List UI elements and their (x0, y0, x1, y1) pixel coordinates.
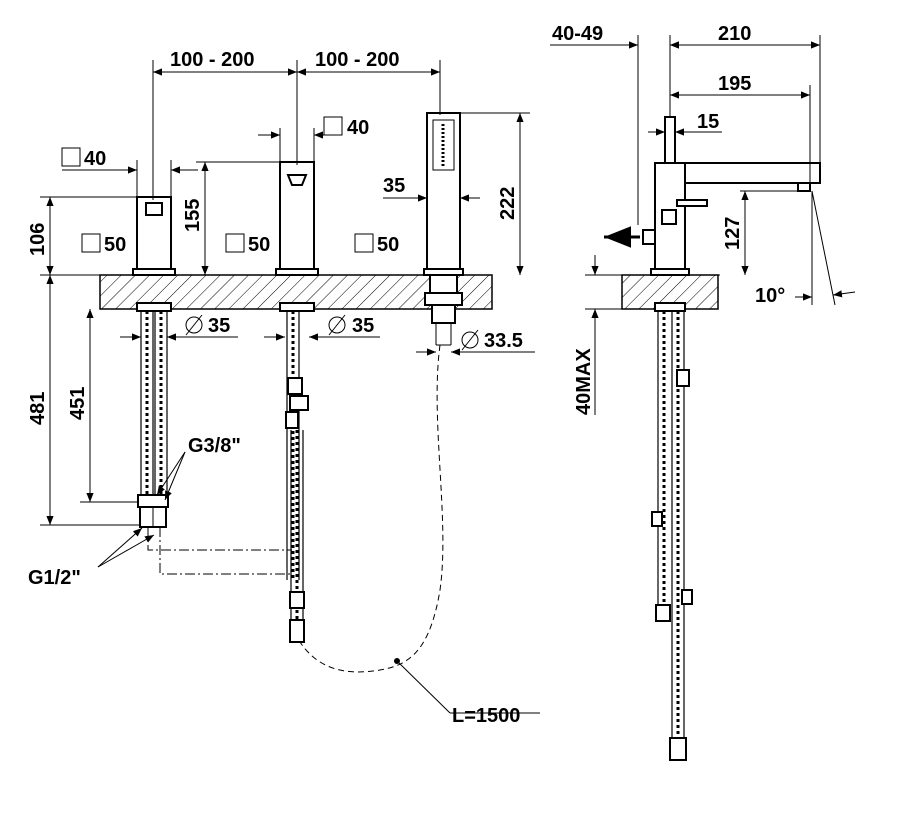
h155-label: 155 (182, 199, 204, 232)
max40-label: 40MAX (573, 348, 595, 415)
dim-451: 451 (67, 309, 138, 503)
dim-sq40-left: 40 (61, 147, 198, 197)
hand-shower (423, 112, 464, 346)
square-symbol (61, 147, 81, 167)
spacing-right-label: 100 - 200 (315, 49, 400, 71)
dim-106: 106 (27, 196, 137, 275)
w210-label: 210 (718, 23, 751, 45)
dim-dia33-5: 33.5 (416, 329, 535, 356)
thread-g38: G3/8" (156, 435, 241, 501)
dim-top-side: 40-49 210 (550, 23, 821, 225)
dia35-b-label: 35 (352, 315, 374, 337)
dim-481: 481 (27, 275, 140, 526)
control-mixer (132, 196, 176, 528)
deck-right (585, 274, 720, 310)
dia33-5-label: 33.5 (484, 330, 523, 352)
dim-dia35-a: 35 (120, 314, 238, 341)
w15-label: 15 (697, 111, 719, 133)
w195-label: 195 (718, 73, 751, 95)
dim-dia35-b: 35 (264, 314, 380, 341)
h481-label: 481 (27, 392, 49, 425)
dim-spacing: 100 - 200 100 - 200 (152, 49, 441, 200)
sq50-c-label: 50 (377, 234, 399, 256)
dim-15: 15 (648, 111, 722, 136)
dim-sq50: 50 50 50 (81, 233, 399, 256)
shower-hose (299, 344, 444, 673)
dim-sq40-mid: 40 (258, 116, 369, 162)
h106-label: 106 (27, 223, 49, 256)
g38-label: G3/8" (188, 435, 241, 457)
hidden-connections (147, 527, 292, 575)
spacing-left-label: 100 - 200 (170, 49, 255, 71)
dim-155: 155 (182, 161, 280, 275)
off40-49-label: 40-49 (552, 23, 603, 45)
dim-127: 127 (722, 190, 800, 275)
dim-angle: 10° (755, 190, 856, 307)
sq50-a-label: 50 (104, 234, 126, 256)
dim-195: 195 (670, 73, 811, 183)
sq40-mid-label: 40 (347, 117, 369, 139)
w35-label: 35 (383, 175, 405, 197)
h127-label: 127 (722, 217, 744, 250)
g12-label: G1/2" (28, 567, 81, 589)
dim-40max: 40MAX (573, 255, 599, 415)
square-symbol (323, 116, 343, 136)
thread-g12: G1/2" (28, 527, 155, 589)
sq40-left-label: 40 (84, 148, 106, 170)
dia35-a-label: 35 (208, 315, 230, 337)
hose-length-label: L=1500 (452, 705, 520, 727)
sq50-b-label: 50 (248, 234, 270, 256)
h222-label: 222 (497, 187, 519, 220)
dim-35-shower: 35 (383, 175, 480, 202)
h451-label: 451 (67, 387, 89, 420)
side-hoses (651, 311, 693, 761)
dim-222: 222 (460, 112, 530, 275)
angle10-label: 10° (755, 285, 785, 307)
side-spout (604, 116, 821, 312)
control-diverter (275, 161, 319, 643)
